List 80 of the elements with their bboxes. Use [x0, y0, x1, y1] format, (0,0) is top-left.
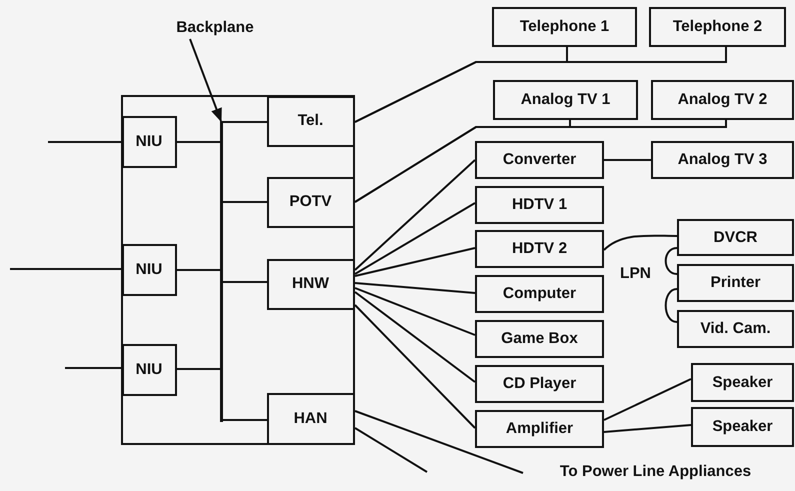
device-box [691, 407, 794, 447]
device-box [691, 363, 794, 402]
device-box [492, 7, 637, 47]
node-label: NIU [136, 260, 162, 278]
device-box [475, 365, 604, 403]
connector-line [354, 410, 524, 474]
connector-line [354, 291, 476, 383]
device-box [475, 275, 604, 313]
backplane-bus [220, 120, 222, 422]
node-label: Vid. Cam. [700, 320, 771, 338]
module-box [122, 244, 176, 296]
node-label: Analog TV 2 [678, 91, 768, 109]
card-box [266, 392, 354, 444]
connector-line [354, 202, 476, 275]
network-label: LPN [620, 265, 651, 283]
connector-line [177, 368, 220, 370]
device-box [677, 310, 794, 348]
device-box [475, 141, 604, 179]
node-label: Computer [502, 285, 576, 303]
connector-line [223, 201, 267, 203]
card-box [266, 176, 354, 228]
node-label: Printer [710, 274, 760, 292]
connector-line [354, 159, 476, 271]
device-box [651, 80, 794, 120]
connector-line [354, 47, 727, 123]
connector-line [604, 424, 692, 433]
connector-line [354, 247, 476, 277]
device-box [475, 186, 604, 224]
connector-line [354, 287, 476, 336]
node-label: DVCR [714, 228, 758, 246]
device-box [677, 264, 794, 302]
connector-line [10, 268, 122, 270]
module-box [122, 116, 176, 168]
connector-line [48, 141, 122, 143]
node-label: Telephone 1 [520, 18, 610, 36]
node-label: Analog TV 1 [520, 91, 610, 109]
connector-line [223, 419, 267, 421]
node-label: CD Player [502, 375, 576, 393]
node-label: POTV [289, 193, 332, 211]
card-box [266, 258, 354, 310]
module-box [122, 344, 176, 396]
connector-line [354, 120, 727, 203]
device-box [475, 320, 604, 358]
device-box [493, 80, 638, 120]
device-box [677, 219, 794, 256]
node-label: Converter [502, 151, 576, 169]
node-label: Tel. [298, 112, 324, 130]
connector-line [223, 121, 267, 123]
node-label: Telephone 2 [672, 18, 762, 36]
node-label: Analog TV 3 [678, 151, 768, 169]
connector-line [354, 304, 476, 429]
node-label: HDTV 2 [512, 240, 568, 258]
node-label: NIU [136, 132, 162, 150]
leader-arrow [189, 38, 222, 122]
node-label: HNW [292, 275, 330, 293]
connector-line [604, 159, 651, 161]
node-label: Speaker [712, 374, 773, 392]
node-label: Backplane [176, 19, 254, 37]
device-box [651, 141, 794, 179]
connector-line [65, 367, 122, 369]
device-box [649, 7, 786, 47]
connector-line [604, 378, 692, 421]
device-box [475, 410, 604, 448]
node-label: HAN [294, 410, 328, 428]
node-label: Speaker [712, 418, 773, 436]
node-label: NIU [136, 360, 162, 378]
node-label: Game Box [501, 330, 578, 348]
connector-line [177, 269, 220, 271]
connector-line [223, 281, 267, 283]
connector-line [354, 427, 428, 473]
device-box [475, 230, 604, 268]
connector-line [354, 282, 476, 294]
connector-line [603, 234, 677, 251]
node-label: HDTV 1 [512, 196, 568, 214]
connector-line [177, 141, 220, 143]
node-label: To Power Line Appliances [560, 463, 752, 481]
connector-line [664, 247, 678, 275]
card-box [266, 96, 354, 146]
node-label: Amplifier [506, 420, 574, 438]
chassis-box [121, 95, 355, 445]
